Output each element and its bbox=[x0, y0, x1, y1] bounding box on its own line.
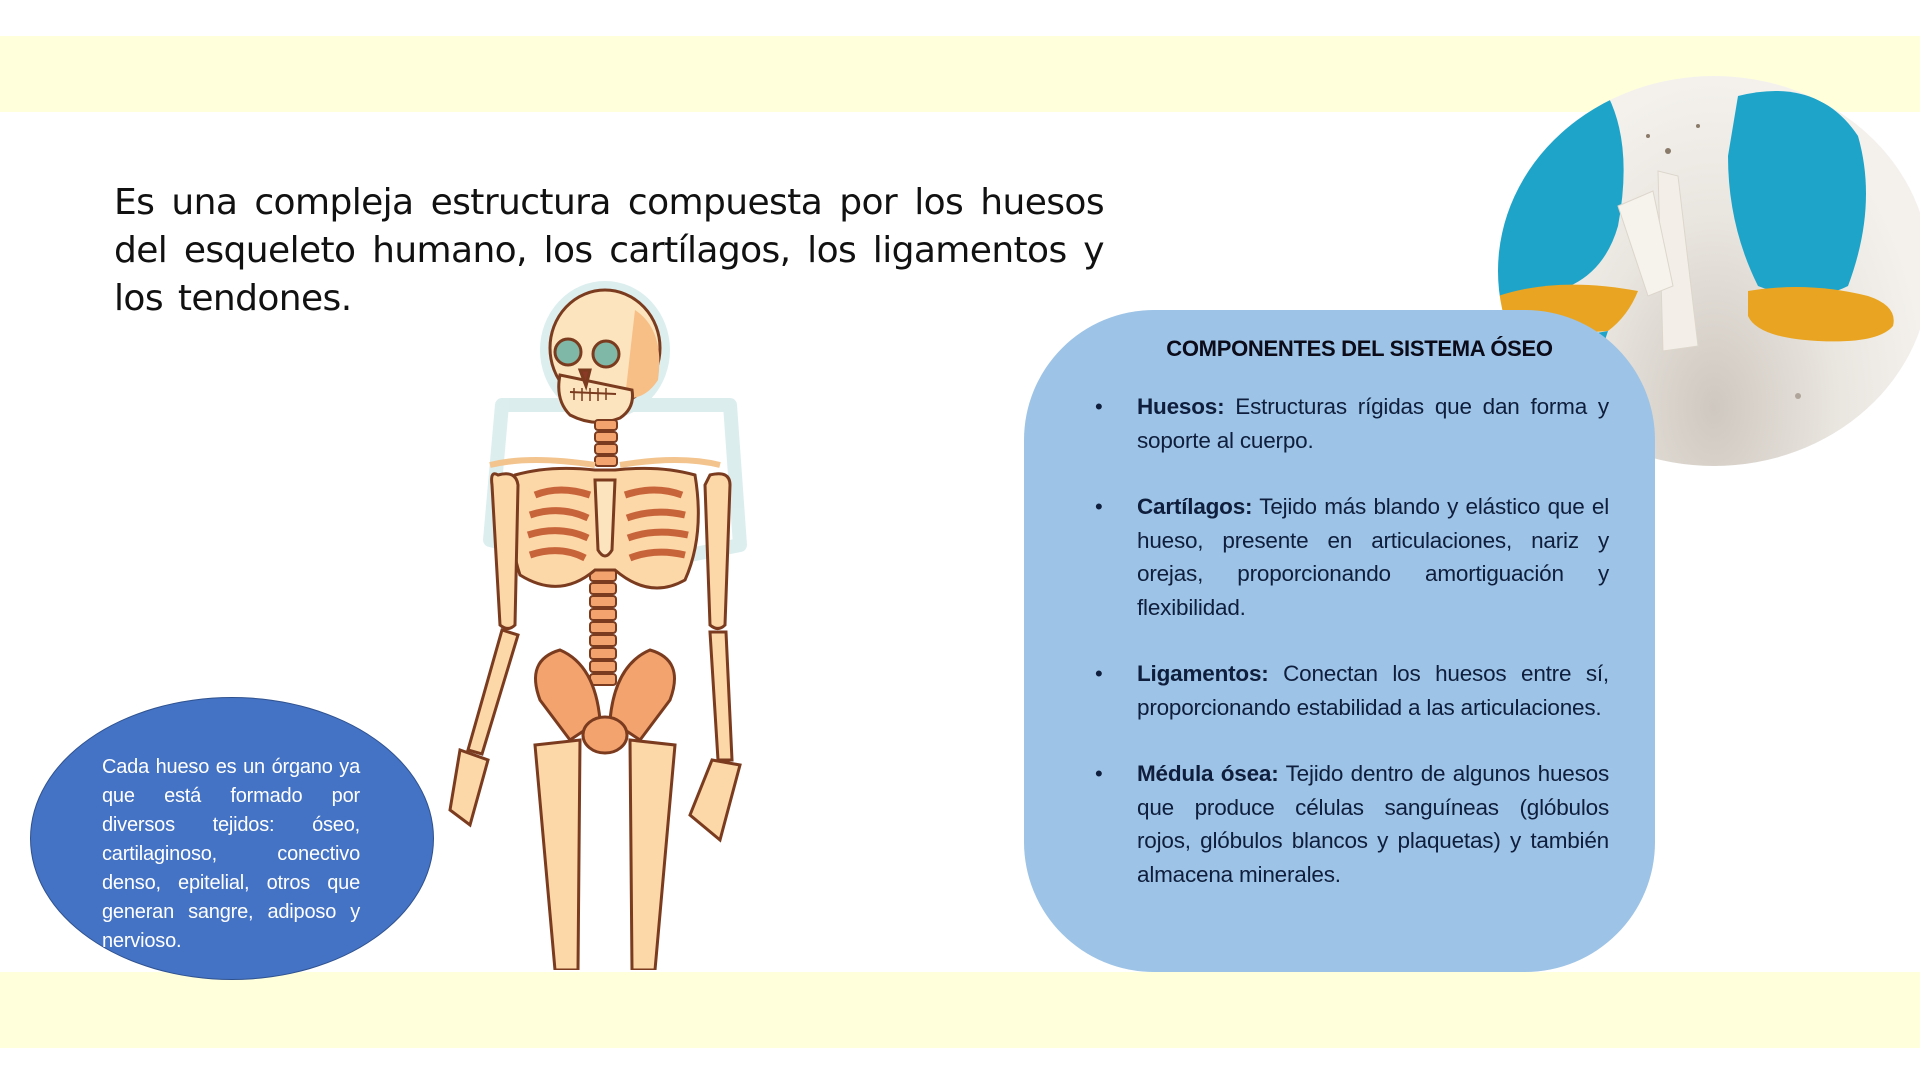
term-description: Estructuras rígidas que dan forma y sopo… bbox=[1137, 394, 1609, 453]
components-info-box: COMPONENTES DEL SISTEMA ÓSEO • Huesos: Es… bbox=[1024, 310, 1655, 972]
bullet-icon: • bbox=[1095, 661, 1103, 686]
list-item-huesos: • Huesos: Estructuras rígidas que dan for… bbox=[1070, 390, 1609, 457]
bone-organ-callout-shape bbox=[30, 697, 434, 980]
term-description: Conectan los huesos entre sí, proporcion… bbox=[1137, 661, 1609, 720]
term-label: Cartílagos: bbox=[1137, 494, 1253, 519]
components-list: • Huesos: Estructuras rígidas que dan for… bbox=[1070, 390, 1609, 891]
term-label: Ligamentos: bbox=[1137, 661, 1269, 686]
list-item-ligamentos: • Ligamentos: Conectan los huesos entre s… bbox=[1070, 657, 1609, 724]
list-item-cartilagos: • Cartílagos: Tejido más blando y elástic… bbox=[1070, 490, 1609, 624]
info-box-title: COMPONENTES DEL SISTEMA ÓSEO bbox=[1166, 336, 1553, 361]
list-item-medula-osea: • Médula ósea: Tejido dentro de algunos h… bbox=[1070, 757, 1609, 891]
bone-organ-callout-text: Cada hueso es un órgano ya que está form… bbox=[102, 756, 360, 952]
bullet-icon: • bbox=[1095, 761, 1103, 786]
top-decorative-band bbox=[0, 36, 1920, 112]
term-label: Huesos: bbox=[1137, 394, 1225, 419]
bullet-icon: • bbox=[1095, 394, 1103, 419]
term-description: Tejido más blando y elástico que el hues… bbox=[1137, 494, 1609, 620]
term-description: Tejido dentro de algunos huesos que prod… bbox=[1137, 761, 1609, 887]
bottom-decorative-band bbox=[0, 972, 1920, 1048]
term-label: Médula ósea: bbox=[1137, 761, 1279, 786]
bullet-icon: • bbox=[1095, 494, 1103, 519]
intro-paragraph: Es una compleja estructura compuesta por… bbox=[114, 182, 1105, 319]
skeleton-illustration bbox=[448, 281, 747, 970]
